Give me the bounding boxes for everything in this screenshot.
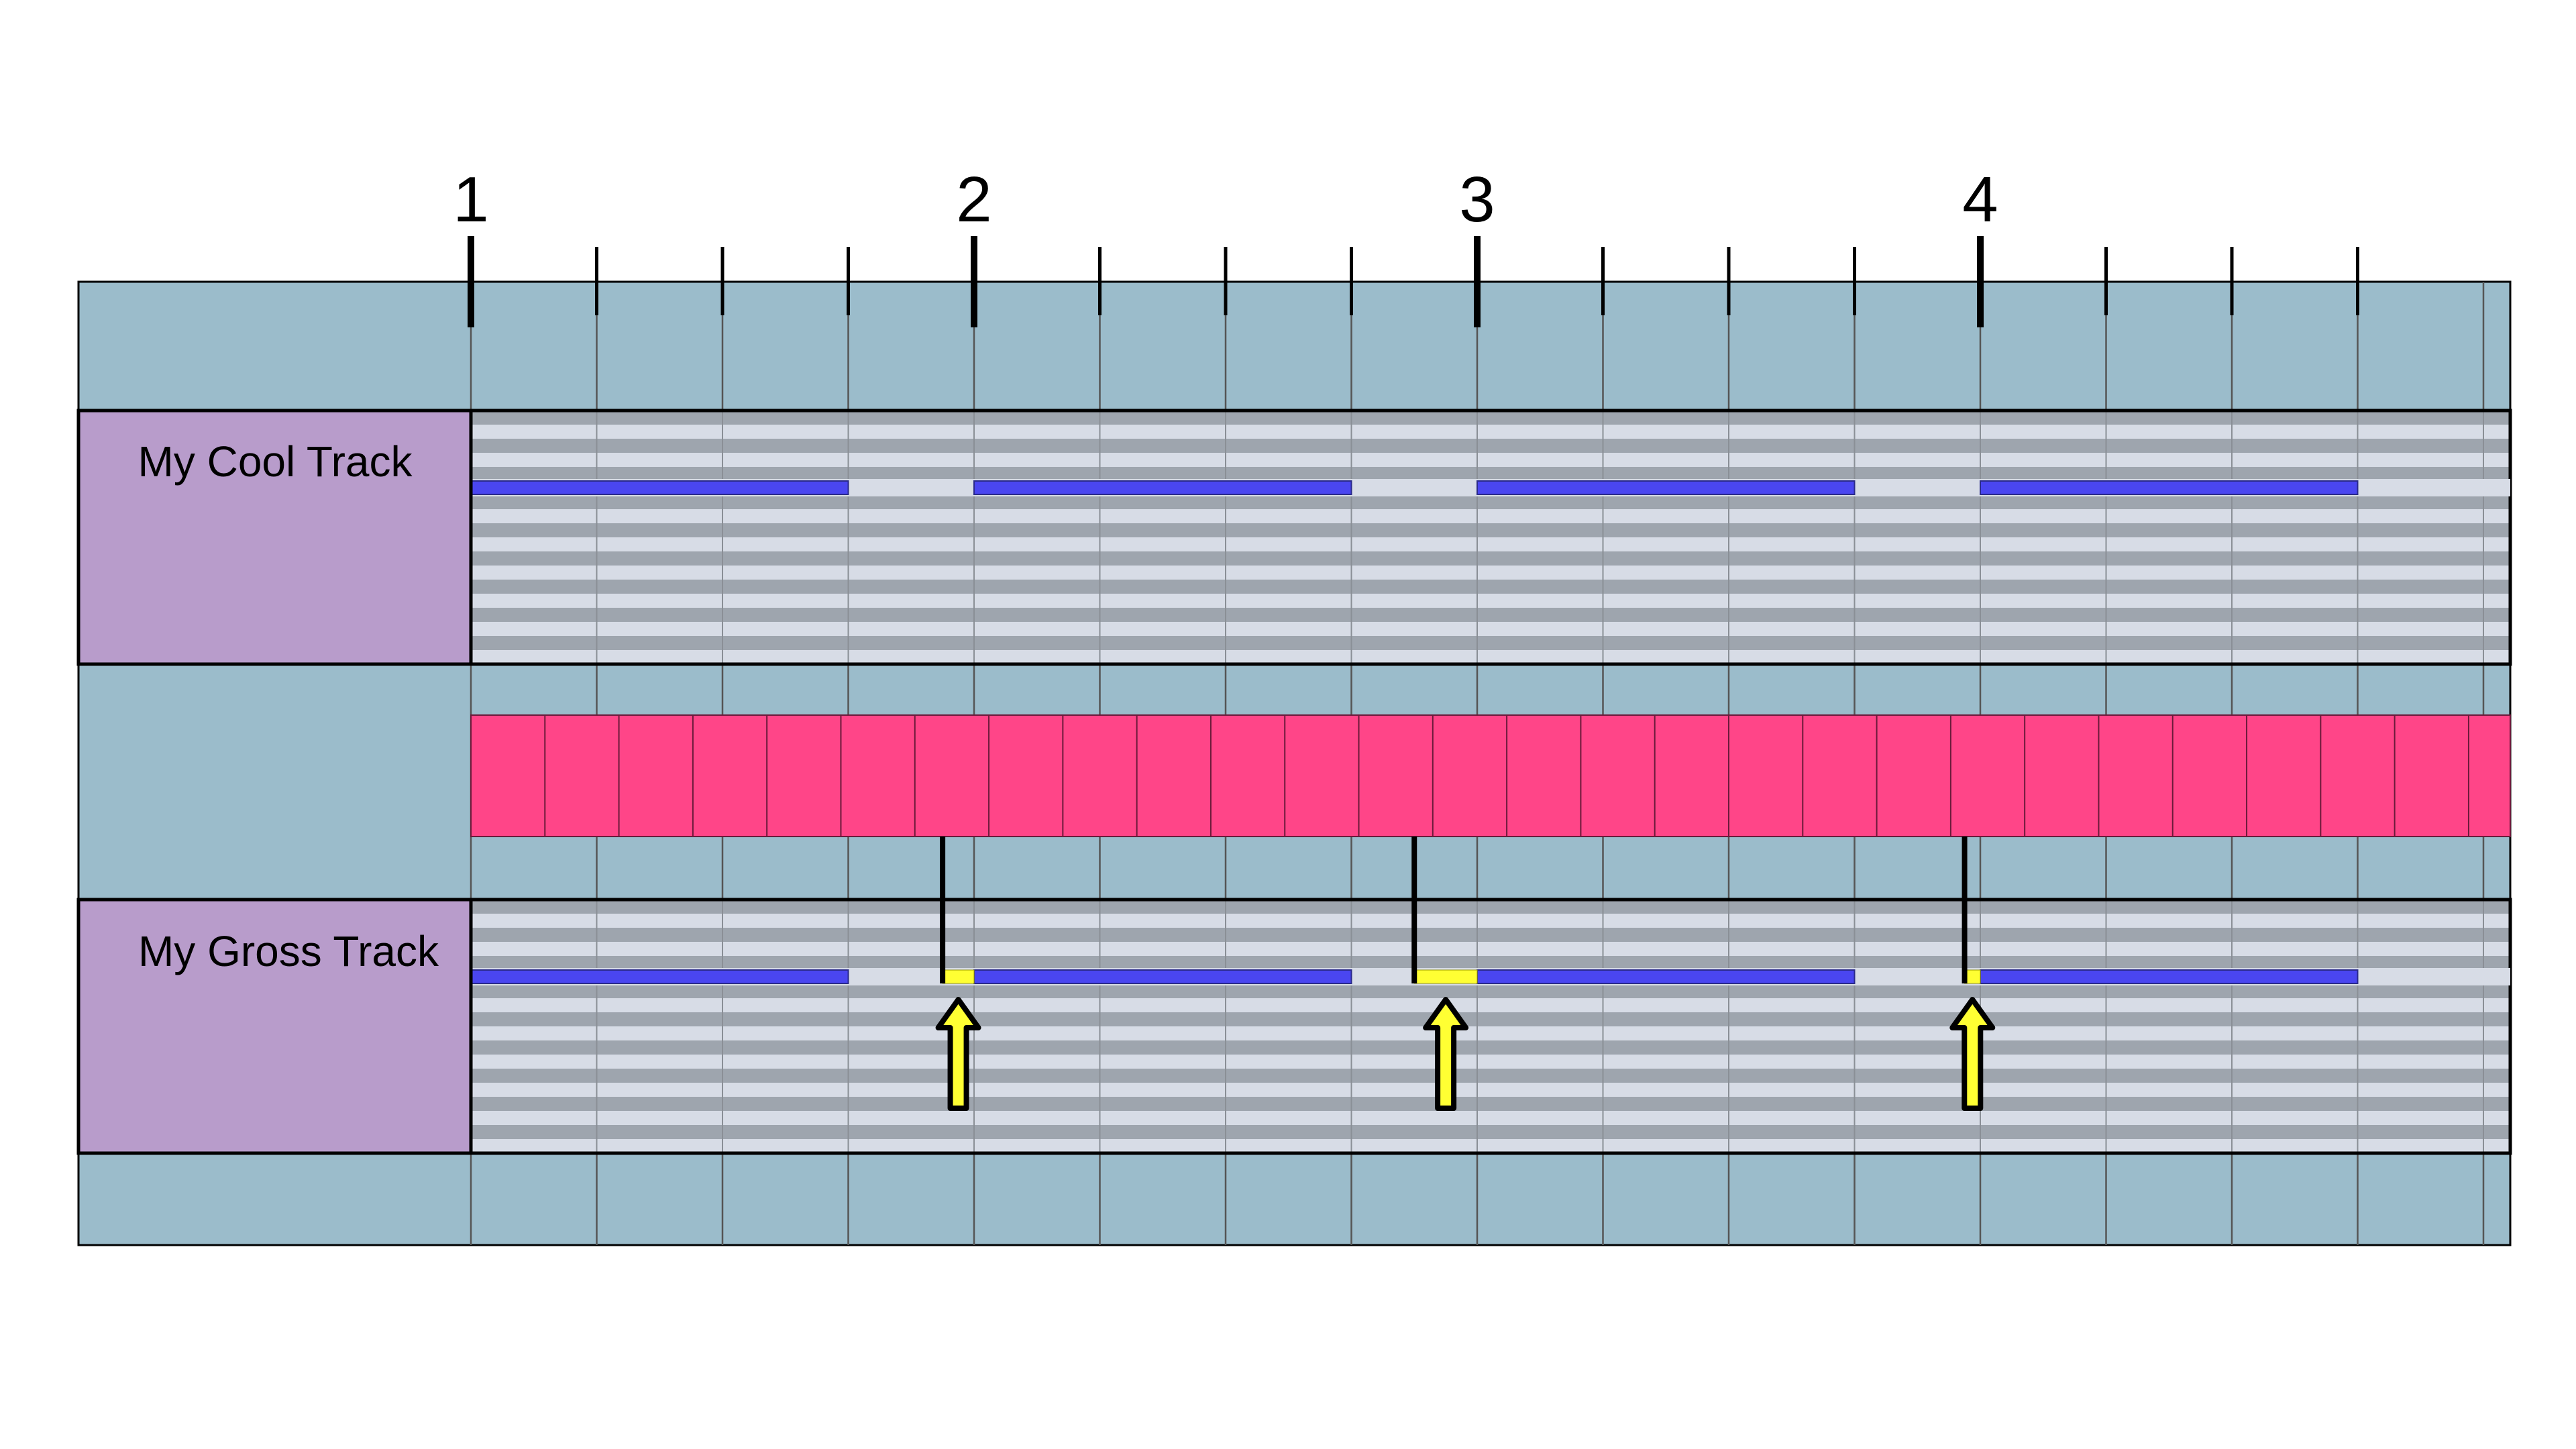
note [470,969,849,984]
roll-row [471,1069,2510,1083]
roll-row [471,1111,2510,1125]
track-name-gross: My Gross Track [138,927,439,975]
offset-markers [935,837,1996,1111]
roll-row [471,411,2510,425]
up-arrow-icon [935,997,981,1111]
roll-row [471,956,2510,970]
swing-strip [470,714,2511,837]
roll-row [471,636,2510,650]
roll-row [471,1125,2510,1139]
note [973,969,1352,984]
roll-row [471,439,2510,453]
up-arrow-icon [1423,997,1469,1111]
note [1477,480,1856,495]
roll-row [471,942,2510,956]
track-header-gross[interactable] [76,898,473,1155]
roll-row [471,1083,2510,1097]
bar-ruler: 1 2 3 4 [453,164,2359,327]
roll-row [471,914,2510,928]
roll-row [471,453,2510,467]
bar-number: 3 [1459,164,1495,235]
roll-row [471,495,2510,509]
up-arrow-icon [1949,997,1996,1111]
note [1980,969,2359,984]
roll-row [471,580,2510,594]
timing-offset-highlight [942,969,975,984]
roll-row [471,1040,2510,1055]
track-name-cool: My Cool Track [138,437,413,486]
roll-row [471,523,2510,537]
roll-row [471,537,2510,551]
roll-row [471,1139,2510,1153]
track-header-cool[interactable] [76,409,473,666]
roll-row [471,650,2510,664]
bar-number: 1 [453,164,488,235]
note [973,480,1352,495]
roll-row [471,594,2510,608]
strip-frame [470,714,2511,837]
roll-row [471,509,2510,523]
note [1980,480,2359,495]
roll-row [471,1097,2510,1111]
roll-row [471,467,2510,481]
bar-number: 4 [1962,164,1998,235]
roll-row [471,608,2510,622]
note [470,480,849,495]
roll-row [471,566,2510,580]
roll-row [471,928,2510,942]
roll-row [471,1012,2510,1026]
note-layer [470,479,2510,985]
note [1477,969,1856,984]
roll-row [471,551,2510,566]
roll-row [471,622,2510,636]
timing-offset-highlight [1413,969,1478,984]
strip-background [471,715,2510,837]
roll-row [471,900,2510,914]
roll-row [471,998,2510,1012]
roll-row [471,984,2510,998]
roll-row [471,425,2510,439]
bar-number: 2 [956,164,991,235]
roll-row [471,1026,2510,1040]
roll-row [471,1055,2510,1069]
